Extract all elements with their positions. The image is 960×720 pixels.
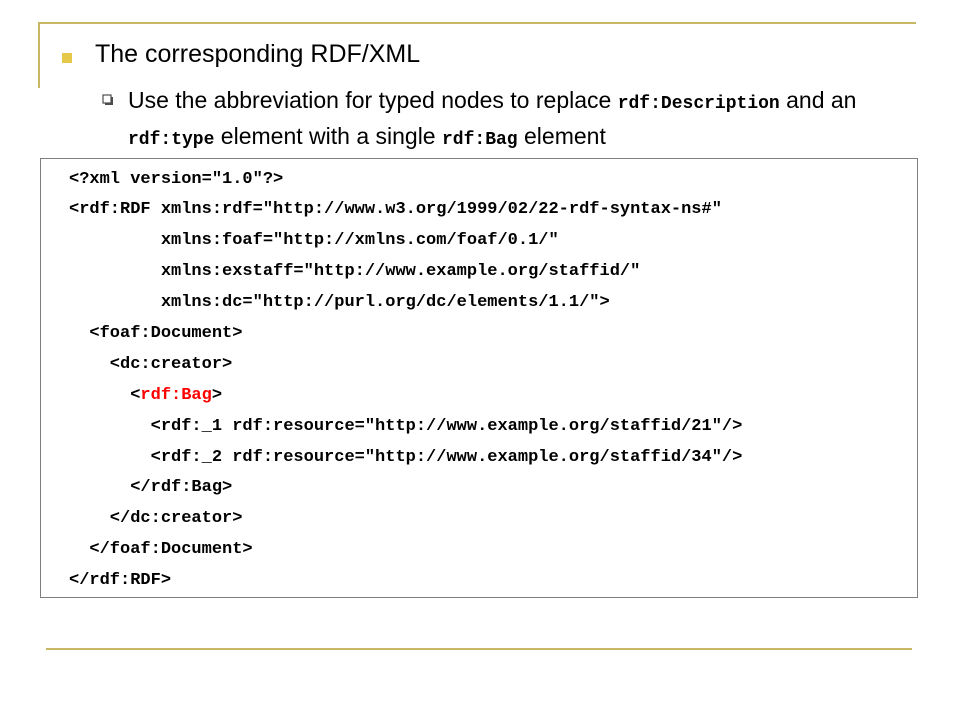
bottom-rule [46, 648, 912, 650]
code-rdf-type: rdf:type [128, 130, 215, 150]
code-line-3: xmlns:foaf="http://xmlns.com/foaf/0.1/" [69, 231, 559, 250]
code-line-2: <rdf:RDF xmlns:rdf="http://www.w3.org/19… [69, 200, 722, 219]
square-bullet-icon [62, 53, 72, 63]
sub-bullet-text-1: Use the abbreviation for typed nodes to … [128, 87, 618, 113]
highlighted-rdf-bag: rdf:Bag [140, 386, 212, 405]
code-line-14: </rdf:RDF> [69, 571, 172, 590]
code-line-13: </foaf:Document> [69, 540, 253, 559]
slide-heading: The corresponding RDF/XML [95, 40, 421, 68]
sub-bullet-text-4: element [517, 123, 606, 149]
code-line-10: <rdf:_2 rdf:resource="http://www.example… [69, 448, 743, 467]
left-rule [38, 22, 40, 88]
top-rule [40, 22, 916, 24]
code-line-9: <rdf:_1 rdf:resource="http://www.example… [69, 417, 743, 436]
code-line-8: <rdf:Bag> [69, 386, 222, 406]
sub-bullet-text-3: element with a single [214, 123, 442, 149]
code-line-12: </dc:creator> [69, 509, 243, 528]
code-line-11: </rdf:Bag> [69, 478, 233, 497]
hollow-square-bullet-icon [102, 94, 114, 106]
code-rdf-bag: rdf:Bag [442, 130, 518, 150]
code-line-4: xmlns:exstaff="http://www.example.org/st… [69, 262, 641, 281]
sub-bullet-text: Use the abbreviation for typed nodes to … [128, 84, 918, 156]
code-line-8-pre: < [69, 386, 141, 405]
code-line-7: <dc:creator> [69, 355, 233, 374]
code-line-5: xmlns:dc="http://purl.org/dc/elements/1.… [69, 293, 610, 312]
sub-bullet-text-2: and an [779, 87, 857, 113]
code-line-6: <foaf:Document> [69, 324, 243, 343]
code-box [40, 158, 918, 598]
code-line-1: <?xml version="1.0"?> [69, 170, 284, 189]
code-line-8-post: > [211, 386, 223, 405]
code-rdf-description: rdf:Description [617, 94, 780, 114]
